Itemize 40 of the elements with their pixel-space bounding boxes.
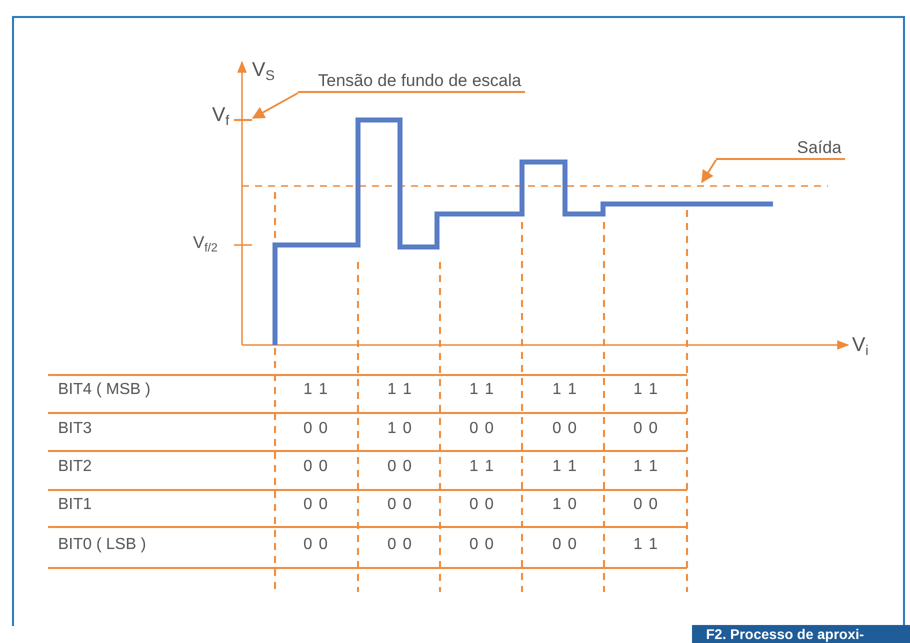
bit-value: 1 1	[633, 535, 659, 555]
bit-value: 1 1	[303, 380, 329, 400]
bit-value: 1 1	[633, 380, 659, 400]
bit-value: 0 0	[469, 535, 495, 555]
bit-value: 0 0	[633, 495, 659, 515]
row-header: BIT2	[58, 457, 92, 477]
bit-value: 1 1	[469, 457, 495, 477]
bit-value: 0 0	[303, 457, 329, 477]
bit-value: 0 0	[469, 419, 495, 439]
row-header: BIT3	[58, 419, 92, 439]
row-header: BIT0 ( LSB )	[58, 535, 146, 555]
bit-value: 1 1	[387, 380, 413, 400]
tick-mark	[234, 119, 252, 121]
bit-value: 0 0	[303, 495, 329, 515]
bit-value: 0 0	[469, 495, 495, 515]
leader-line	[252, 92, 298, 119]
bit-value: 0 0	[552, 535, 578, 555]
callout-text: Tensão de fundo de escala	[298, 71, 526, 93]
bit-value: 0 0	[387, 495, 413, 515]
bit-value: 0 0	[387, 535, 413, 555]
bit-value: 0 0	[633, 419, 659, 439]
bit-value: 0 0	[303, 535, 329, 555]
bit-value: 0 0	[303, 419, 329, 439]
bit-value: 1 1	[633, 457, 659, 477]
callout-text: Saída	[716, 138, 846, 160]
bit-value: 1 1	[469, 380, 495, 400]
bit-value: 0 0	[387, 457, 413, 477]
bit-value: 1 0	[552, 495, 578, 515]
bit-value: 1 1	[552, 457, 578, 477]
bit-value: 1 0	[387, 419, 413, 439]
axis-label: V$_{S}$	[252, 60, 275, 86]
row-header: BIT4 ( MSB )	[58, 380, 150, 400]
axis-label: V$_{f/2}$	[193, 233, 218, 257]
leader-line	[701, 160, 717, 184]
bit-value: 1 1	[552, 380, 578, 400]
axis-label: V$_{f}$	[212, 105, 230, 130]
bit-value: 0 0	[552, 419, 578, 439]
axis-label: V$_{i}$	[852, 335, 868, 360]
row-header: BIT1	[58, 495, 92, 515]
figure-caption: F2. Processo de aproxi-	[692, 625, 910, 643]
